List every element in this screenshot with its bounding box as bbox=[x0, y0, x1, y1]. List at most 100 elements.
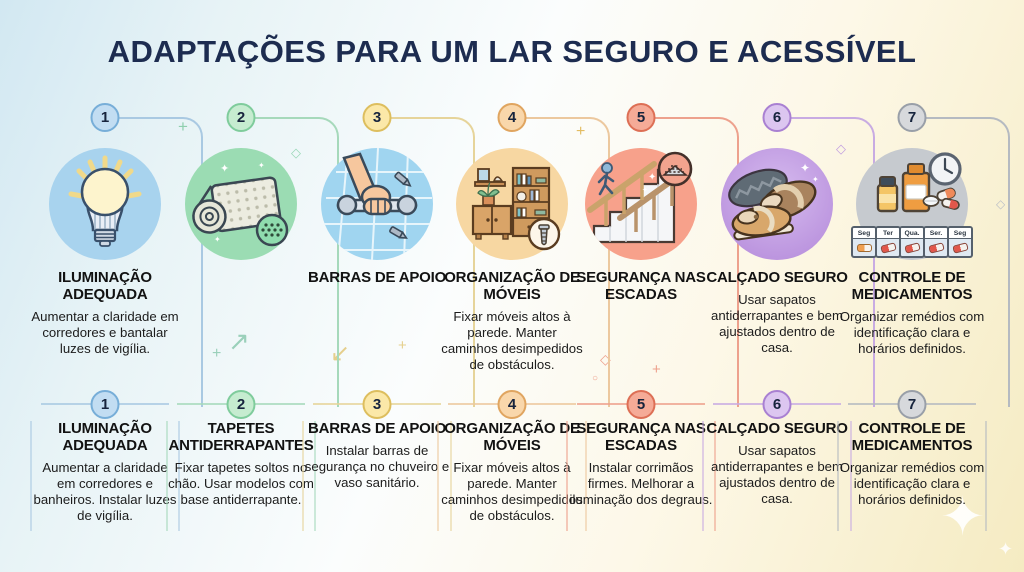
connector-line bbox=[118, 117, 203, 407]
step-number: 6 bbox=[772, 109, 782, 126]
step-number: 3 bbox=[372, 396, 382, 413]
section-description: Organizar remédios com identificação cla… bbox=[839, 459, 985, 507]
sparkle-icon: ✦ bbox=[998, 539, 1014, 559]
top-text-block: BARRAS DE APOIO bbox=[303, 269, 451, 292]
pill-organizer-cell: Seg bbox=[947, 226, 973, 258]
svg-text:✦: ✦ bbox=[642, 186, 648, 194]
grab-bar-icon bbox=[316, 142, 438, 264]
arrow-up-icon: ↗ bbox=[228, 326, 250, 356]
plus-icon: + bbox=[576, 123, 586, 140]
section-description: Fixar tapetes soltos no chão. Usar model… bbox=[168, 459, 314, 507]
step-number-badge: 5 bbox=[626, 103, 656, 132]
day-label: Ser. bbox=[925, 228, 947, 239]
step-number: 4 bbox=[507, 396, 517, 413]
section-description: Usar sapatos antiderrapantes e bem ajust… bbox=[711, 291, 843, 355]
slippers-icon: ✦ ✦ bbox=[716, 142, 838, 264]
pill-icon bbox=[856, 244, 872, 252]
section-description: Usar sapatos antiderrapantes e bem ajust… bbox=[711, 442, 843, 506]
arrow-down-icon: ↙ bbox=[330, 340, 351, 367]
section-heading: BARRAS DE APOIO bbox=[307, 269, 447, 286]
svg-text:✦: ✦ bbox=[800, 161, 810, 175]
column-barras-de-apoio: 3 BA bbox=[302, 100, 475, 566]
step-number: 3 bbox=[372, 109, 382, 126]
day-label: Ter bbox=[877, 228, 899, 239]
section-heading: CONTROLE DE MEDICAMENTOS bbox=[851, 269, 973, 303]
pill-organizer: Seg Ter Qua. Ser. Seg bbox=[851, 226, 973, 258]
svg-text:✦: ✦ bbox=[812, 175, 819, 184]
step-number: 6 bbox=[772, 396, 782, 413]
connector-line bbox=[925, 117, 1010, 407]
step-number: 1 bbox=[100, 109, 110, 126]
bottom-text-block: CONTROLE DE MEDICAMENTOS Organizar reméd… bbox=[837, 416, 987, 531]
bottom-text-block: ILUMINAÇÃO ADEQUADA Aumentar a claridade… bbox=[30, 416, 180, 531]
pill-icon bbox=[879, 242, 897, 254]
step-number-badge: 2 bbox=[226, 390, 256, 419]
step-number: 5 bbox=[636, 396, 646, 413]
connector-line bbox=[254, 117, 339, 407]
bottom-text-block: BARRAS DE APOIO Instalar barras de segur… bbox=[302, 416, 452, 531]
step-number-badge: 6 bbox=[762, 103, 792, 132]
step-number-badge: 3 bbox=[362, 103, 392, 132]
bottom-text-block: TAPETES ANTIDERRAPANTES Fixar tapetes so… bbox=[166, 416, 316, 531]
section-heading: ORGANIZAÇÃO DE MÓVEIS bbox=[444, 269, 580, 303]
step-number: 4 bbox=[507, 109, 517, 126]
section-description: Aumentar a claridade em corredores e ban… bbox=[33, 459, 177, 523]
section-heading: TAPETES ANTIDERRAPANTES bbox=[168, 420, 314, 454]
circle-icon: ○ bbox=[592, 373, 599, 384]
column-organizacao-de-moveis: 4 bbox=[437, 100, 610, 566]
connector-line bbox=[525, 117, 610, 407]
step-number: 7 bbox=[907, 109, 917, 126]
stairs-icon: ✦ ✦ bbox=[580, 142, 702, 264]
pill-icon bbox=[951, 242, 969, 254]
section-heading: CONTROLE DE MEDICAMENTOS bbox=[851, 420, 973, 454]
section-heading: BARRAS DE APOIO bbox=[307, 420, 447, 437]
step-number-badge: 2 bbox=[226, 103, 256, 132]
section-heading: CALÇADO SEGURO bbox=[706, 420, 848, 437]
day-label: Seg bbox=[949, 228, 971, 239]
furniture-icon bbox=[451, 142, 573, 264]
rug-icon: ✦ ✦ ✦ bbox=[180, 142, 302, 264]
section-description: Aumentar a claridade em corredores e ban… bbox=[31, 308, 179, 356]
pill-organizer-cell: Ser. bbox=[923, 226, 949, 258]
page-title: ADAPTAÇÕES PARA UM LAR SEGURO E ACESSÍVE… bbox=[107, 34, 917, 69]
step-number-badge: 5 bbox=[626, 390, 656, 419]
plus-icon: + bbox=[398, 337, 407, 354]
section-description: Organizar remédios com identificação cla… bbox=[839, 308, 985, 356]
top-text-block: CALÇADO SEGURO Usar sapatos antiderrapan… bbox=[703, 269, 851, 356]
pill-organizer-cell: Seg bbox=[851, 226, 877, 258]
step-number-badge: 6 bbox=[762, 390, 792, 419]
section-heading: SEGURANÇA NAS ESCADAS bbox=[576, 420, 706, 454]
sparkle-icon: ✦ bbox=[940, 487, 986, 547]
section-heading: ILUMINAÇÃO ADEQUADA bbox=[58, 420, 152, 454]
pill-organizer-cell: Ter bbox=[875, 226, 901, 258]
top-text-block bbox=[167, 270, 315, 275]
day-label: Seg bbox=[853, 228, 875, 239]
step-number-badge: 4 bbox=[497, 390, 527, 419]
connector-line bbox=[790, 117, 875, 407]
bottom-text-block: SEGURANÇA NAS ESCADAS Instalar corrimãos… bbox=[566, 416, 716, 531]
diamond-icon: ◇ bbox=[600, 351, 611, 367]
step-number: 2 bbox=[236, 109, 246, 126]
step-number-badge: 4 bbox=[497, 103, 527, 132]
top-text-block: SEGURANÇA NAS ESCADAS bbox=[567, 269, 715, 309]
section-heading: CALÇADO SEGURO bbox=[706, 269, 848, 286]
section-description: Fixar móveis altos à parede. Manter cami… bbox=[441, 308, 583, 372]
step-number-badge: 7 bbox=[897, 390, 927, 419]
plus-icon: + bbox=[652, 361, 661, 378]
plus-icon: + bbox=[212, 345, 222, 362]
step-number-badge: 7 bbox=[897, 103, 927, 132]
pill-organizer-cell: Qua. bbox=[899, 226, 925, 258]
section-heading: ORGANIZAÇÃO DE MÓVEIS bbox=[444, 420, 580, 454]
column-seguranca-nas-escadas: 5 bbox=[566, 100, 739, 566]
svg-text:✦: ✦ bbox=[220, 163, 229, 175]
step-number-badge: 1 bbox=[90, 390, 120, 419]
pill-icon bbox=[903, 242, 921, 254]
diamond-icon: ◇ bbox=[836, 141, 846, 156]
step-number-badge: 3 bbox=[362, 390, 392, 419]
svg-text:✦: ✦ bbox=[648, 172, 656, 183]
bottom-text-block: CALÇADO SEGURO Usar sapatos antiderrapan… bbox=[702, 416, 852, 531]
svg-text:✦: ✦ bbox=[258, 161, 265, 170]
section-description: Instalar corrimãos firmes. Melhorar a il… bbox=[569, 459, 713, 507]
column-controle-de-medicamentos: 7 bbox=[837, 100, 1010, 566]
